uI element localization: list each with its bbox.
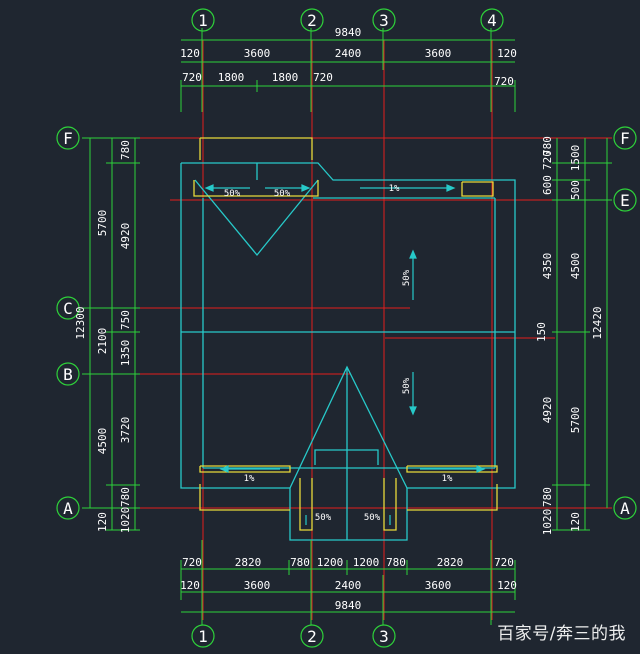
dim-left-inner-6: 1020 [119,507,132,534]
building-outline [180,162,516,541]
dim-top-row3-2: 1800 [272,71,299,84]
slope-label-0: 50% [224,189,241,199]
dimension-lines [82,28,612,625]
dim-left-inner-4: 3720 [119,417,132,444]
axis-grid-lines [85,40,612,620]
dim-bottom-row1-3: 1200 [317,556,344,569]
dim-right-inner-0: 4350 [541,253,554,280]
dim-right-total: 12420 [591,306,604,339]
dim-left-outer-0: 5700 [96,210,109,237]
dim-top-row2-1: 3600 [244,47,271,60]
axis-label-row-C-left: C [63,299,73,318]
dim-bottom-row2-2: 2400 [335,579,362,592]
dim-bottom-row2-4: 120 [497,579,517,592]
axis-label-col-4-top: 4 [487,11,497,30]
dim-left-inner-1: 4920 [119,223,132,250]
dim-left-outer-1: 2100 [96,328,109,355]
slope-label-7: 50% [315,513,332,523]
dim-left-outer-2: 4500 [96,428,109,455]
dim-bottom-row1-7: 720 [494,556,514,569]
axis-label-row-A-right: A [620,499,630,518]
axis-label-row-E-right: E [620,191,630,210]
dim-top-row3-0: 720 [182,71,202,84]
dim-right-outer-2: 120 [569,512,582,532]
axis-label-col-2-top: 2 [307,11,317,30]
slope-label-4: 50% [402,377,412,394]
dim-left-inner-3: 1350 [119,340,132,367]
dim-right-outer-1: 5700 [569,407,582,434]
slope-label-3: 50% [402,269,412,286]
axis-label-row-A-left: A [63,499,73,518]
axis-label-col-3-bottom: 3 [379,627,389,646]
dim-left-total: 12300 [74,306,87,339]
axis-label-col-1-bottom: 1 [198,627,208,646]
dim-bottom-row1-5: 780 [386,556,406,569]
dim-bottom-row2-1: 3600 [244,579,271,592]
axis-bubbles [56,8,637,648]
dim-top-total: 9840 [335,26,362,39]
dim-top-row2-3: 3600 [425,47,452,60]
dim-right-outer-0: 4500 [569,253,582,280]
dim-bottom-row1-6: 2820 [437,556,464,569]
axis-label-row-F-right: F [620,129,630,148]
slope-label-1: 50% [274,189,291,199]
dim-right-top-0: 600 [541,175,554,195]
dim-right-top-2: 780 [541,136,554,156]
dim-right-inner-4: 1020 [541,509,554,536]
dim-bottom-row2-3: 3600 [425,579,452,592]
dim-right-inner-3: 780 [541,487,554,507]
dim-right-top-4: 1500 [569,145,582,172]
dim-left-inner-5: 780 [119,487,132,507]
dim-right-top-3: 500 [569,180,582,200]
dim-bottom-total: 9840 [335,599,362,612]
dim-left-outer-3: 120 [96,512,109,532]
slope-arrows [204,184,486,525]
dim-bottom-row1-1: 2820 [235,556,262,569]
dim-bottom-row1-2: 780 [290,556,310,569]
axis-label-row-F-left: F [63,129,73,148]
axis-label-col-2-bottom: 2 [307,627,317,646]
dim-top-row3-3: 720 [313,71,333,84]
dim-top-row3-1: 1800 [218,71,245,84]
slope-label-5: 1% [244,474,255,484]
axis-label-col-3-top: 3 [379,11,389,30]
slope-label-6: 1% [442,474,453,484]
parapet-lines [193,137,498,531]
dim-bottom-row1-4: 1200 [353,556,380,569]
watermark-text: 百家号/奔三的我 [497,624,626,644]
slope-label-2: 1% [389,184,400,194]
axis-label-row-B-left: B [63,365,73,384]
dim-right-inner-1: 150 [535,322,548,342]
dim-top-row2-0: 120 [180,47,200,60]
dim-left-inner-2: 750 [119,310,132,330]
axis-label-col-1-top: 1 [198,11,208,30]
dim-top-row3-4: 720 [494,75,514,88]
dim-left-inner-0: 780 [119,140,132,160]
dim-bottom-row1-0: 720 [182,556,202,569]
slope-label-8: 50% [364,513,381,523]
dim-bottom-row2-0: 120 [180,579,200,592]
dim-right-top-1: 720 [541,150,554,170]
dim-top-row2-2: 2400 [335,47,362,60]
dim-top-row2-4: 120 [497,47,517,60]
dim-right-inner-2: 4920 [541,397,554,424]
